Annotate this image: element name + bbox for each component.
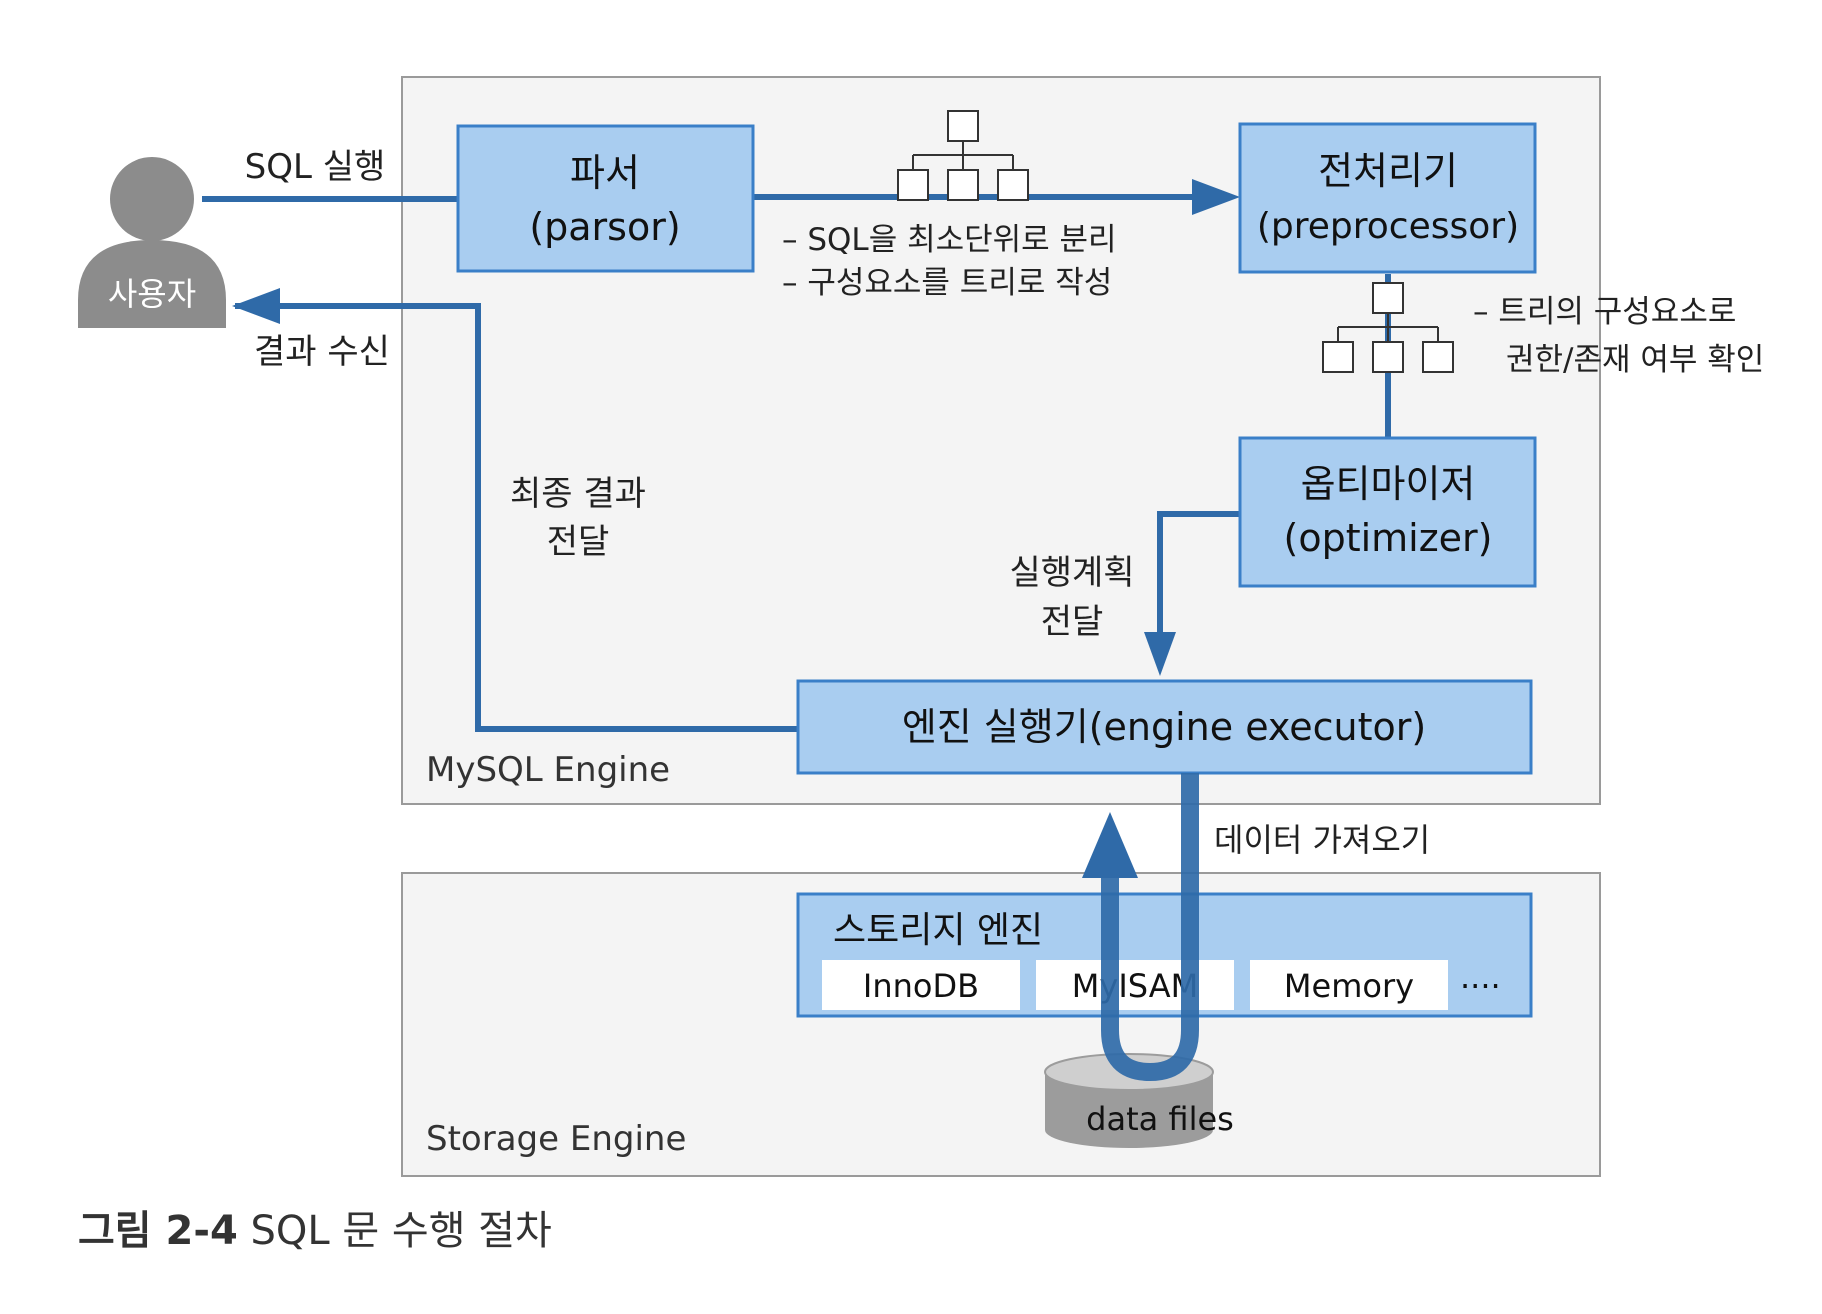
optimizer-subtitle: (optimizer) [1284,516,1493,560]
optimizer-title: 옵티마이저 [1301,462,1476,506]
mysql-engine-label: MySQL Engine [426,750,670,790]
memory-label: Memory [1284,967,1414,1005]
figure-title: SQL 문 수행 절차 [250,1208,552,1254]
optimizer-box [1238,436,1537,588]
plan-deliver-label-line1: 실행계획 [1009,553,1134,593]
myisam-label: MyISAM [1072,967,1198,1005]
parser-title: 파서 [570,151,640,195]
executor-label: 엔진 실행기(engine executor) [902,705,1426,749]
sql-exec-label: SQL 실행 [245,147,386,187]
figure-number: 그림 2-4 [78,1208,238,1254]
myisam-slot [1036,960,1234,1010]
data-fetch-arrowhead [1082,812,1138,878]
preprocessor-title: 전처리기 [1318,149,1458,193]
preprocessor-note-line2: 권한/존재 여부 확인 [1506,342,1764,378]
plan-arrowhead [1144,632,1176,676]
result-arrowhead [232,288,280,324]
result-receive-label: 결과 수신 [254,332,390,372]
user-label: 사용자 [108,275,196,313]
plan-deliver-line [1157,511,1240,638]
storage-engine-title: 스토리지 엔진 [833,910,1043,951]
parser-subtitle: (parsor) [529,205,680,249]
more-engines-ellipsis: ···· [1460,967,1501,1005]
parser-note-line1: – SQL을 최소단위로 분리 [782,222,1117,258]
data-fetch-u-arrow [1101,773,1199,1081]
parse-tree-icon [897,110,1029,201]
preprocessor-subtitle: (preprocessor) [1257,206,1519,247]
parser-box [456,124,755,273]
innodb-slot [822,960,1020,1010]
parser-note-line2: – 구성요소를 트리로 작성 [782,265,1112,301]
figure-caption: 그림 2-4 SQL 문 수행 절차 [78,1198,552,1256]
final-result-label-line2: 전달 [547,522,610,562]
final-result-label-line1: 최종 결과 [510,474,646,514]
plan-deliver-label-line2: 전달 [1041,602,1104,642]
data-fetch-label: 데이터 가져오기 [1214,821,1430,859]
memory-slot [1250,960,1448,1010]
preprocessor-note-line1: – 트리의 구성요소로 [1473,294,1736,330]
user-icon [78,157,226,328]
check-tree-icon [1322,282,1454,373]
final-result-line [235,303,798,732]
innodb-label: InnoDB [863,967,979,1005]
preprocessor-arrowhead [1192,179,1240,215]
preprocessor-box [1238,122,1537,274]
data-files-label: data files [1086,1100,1234,1138]
storage-engine-label: Storage Engine [426,1119,686,1159]
executor-box [796,679,1533,775]
